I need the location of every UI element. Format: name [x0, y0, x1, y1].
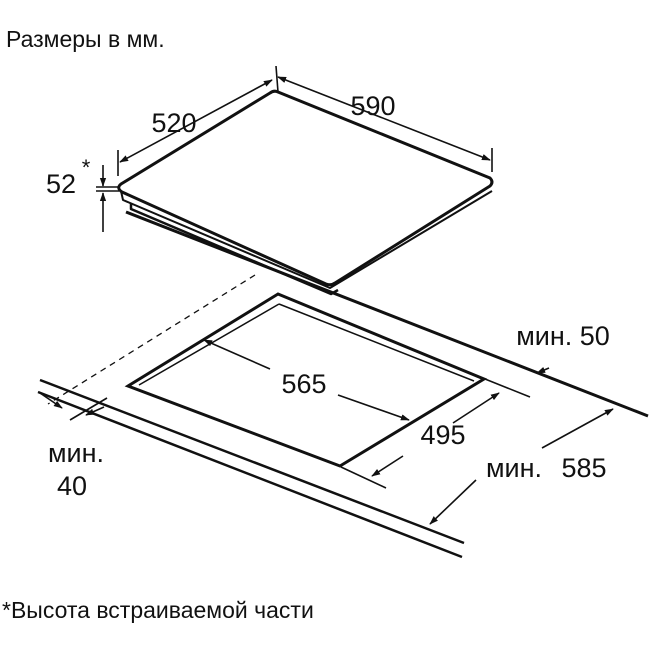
min-front-clearance-prefix: мин.	[48, 438, 104, 468]
worktop-front-edge	[39, 378, 465, 545]
hob-dimension-lines	[96, 65, 493, 232]
hob-height-label: 52	[46, 169, 76, 199]
page-title: Размеры в мм.	[6, 26, 165, 52]
hob-height-asterisk: *	[82, 155, 91, 180]
worktop-hidden-edge	[47, 274, 256, 405]
min-front-clearance-value: 40	[57, 471, 87, 501]
min-counter-depth-prefix: мин.	[486, 453, 542, 483]
hob-depth-label: 520	[151, 108, 196, 138]
footnote: *Высота встраиваемой части	[2, 597, 314, 623]
worktop-front-lower-edge	[37, 390, 463, 559]
hob-front-edge	[120, 190, 493, 289]
cutout-dimension-lines	[39, 339, 614, 525]
worktop-rear-edge	[125, 210, 649, 418]
cutout-depth-label: 495	[420, 420, 465, 450]
cutout-outline	[124, 292, 488, 468]
worktop	[37, 210, 649, 559]
hob-width-label: 590	[350, 91, 395, 121]
min-rear-clearance-label: мин. 50	[516, 321, 610, 351]
cutout-width-label: 565	[281, 369, 326, 399]
min-counter-depth-value: 585	[561, 453, 606, 483]
